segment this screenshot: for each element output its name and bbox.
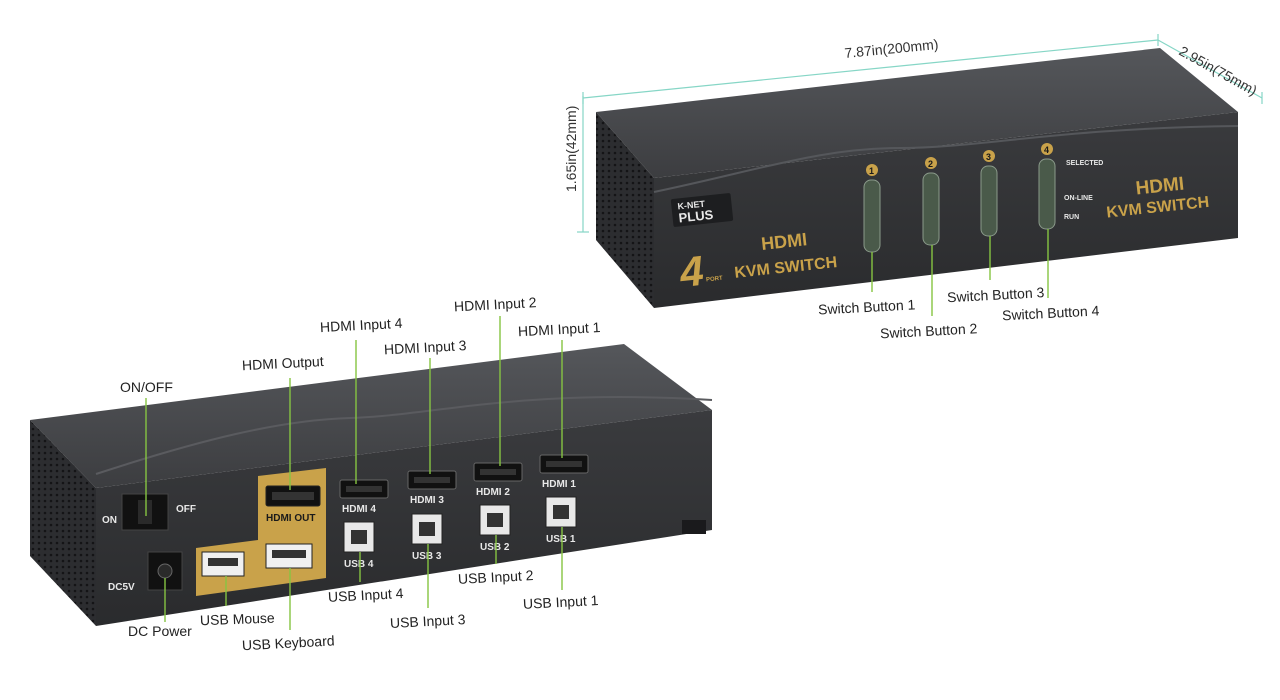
hdmi-port-2-label: HDMI 2 bbox=[476, 487, 510, 498]
usb-port-1-label: USB 1 bbox=[546, 534, 576, 545]
front-unit: K-NET PLUS 4 PORT HDMI KVM SWITCH HDMI K… bbox=[596, 48, 1239, 308]
port-count-number: 4 bbox=[677, 247, 706, 296]
switch-button-4[interactable]: 4 bbox=[1038, 143, 1056, 230]
hdmi-input-1-port[interactable] bbox=[539, 454, 589, 474]
usb-input-2-callout: USB Input 2 bbox=[458, 567, 534, 587]
hdmi-port-1-label: HDMI 1 bbox=[542, 479, 576, 490]
usb-mouse-port[interactable] bbox=[201, 551, 245, 577]
port-word: PORT bbox=[706, 276, 724, 284]
power-on-text: ON bbox=[102, 515, 117, 526]
brand-logo: K-NET PLUS bbox=[670, 193, 734, 227]
usb-keyboard-callout: USB Keyboard bbox=[242, 632, 335, 653]
usb-input-1-port[interactable] bbox=[545, 496, 577, 528]
right-title-hdmi: HDMI bbox=[1135, 174, 1185, 200]
switch-button-3-callout: Switch Button 3 bbox=[947, 284, 1045, 305]
indicator-run-label: RUN bbox=[1064, 214, 1079, 221]
switch-button-1-callout: Switch Button 1 bbox=[818, 296, 916, 317]
power-switch[interactable] bbox=[121, 493, 169, 531]
front-unit-left-end bbox=[596, 112, 654, 308]
switch-button-3-number: 3 bbox=[986, 152, 991, 162]
switch-button-4-number: 4 bbox=[1044, 145, 1049, 155]
usb-input-2-port[interactable] bbox=[479, 504, 511, 536]
usb-port-4-label: USB 4 bbox=[344, 559, 374, 570]
switch-button-4-callout: Switch Button 4 bbox=[1002, 302, 1100, 323]
front-leaders bbox=[871, 229, 1049, 316]
switch-button-2-number: 2 bbox=[928, 159, 933, 169]
hdmi-input-2-port[interactable] bbox=[473, 462, 523, 482]
front-title-hdmi: HDMI bbox=[760, 229, 808, 254]
indicator-selected-label: SELECTED bbox=[1066, 160, 1103, 167]
usb-input-4-port[interactable] bbox=[343, 521, 375, 553]
indicator-online-label: ON-LINE bbox=[1064, 195, 1093, 202]
hdmi-input-1-callout: HDMI Input 1 bbox=[518, 319, 601, 339]
height-dimension: 1.65in(42mm) bbox=[563, 106, 579, 192]
power-off-text: OFF bbox=[176, 504, 196, 515]
usb-keyboard-port[interactable] bbox=[265, 543, 313, 569]
hdmi-output-callout: HDMI Output bbox=[242, 353, 325, 373]
front-unit-face bbox=[654, 112, 1238, 308]
hdmi-input-4-port[interactable] bbox=[339, 479, 389, 499]
switch-button-3[interactable]: 3 bbox=[980, 150, 998, 237]
hdmi-port-4-label: HDMI 4 bbox=[342, 504, 376, 515]
usb-input-4-callout: USB Input 4 bbox=[328, 585, 404, 605]
usb-input-3-port[interactable] bbox=[411, 513, 443, 545]
hdmi-input-3-port[interactable] bbox=[407, 470, 457, 490]
on-off-callout: ON/OFF bbox=[120, 379, 173, 395]
back-unit: ON OFF DC5V HDMI OUT bbox=[30, 344, 713, 626]
hdmi-input-4-callout: HDMI Input 4 bbox=[320, 315, 403, 335]
dc-power-callout: DC Power bbox=[128, 623, 192, 639]
switch-button-2[interactable]: 2 bbox=[922, 157, 940, 246]
svg-text:PLUS: PLUS bbox=[678, 207, 714, 226]
dc-text: DC5V bbox=[108, 582, 135, 593]
switch-button-1-number: 1 bbox=[869, 166, 874, 176]
width-dimension: 7.87in(200mm) bbox=[844, 36, 939, 61]
hdmi-input-3-callout: HDMI Input 3 bbox=[384, 337, 467, 357]
usb-port-3-label: USB 3 bbox=[412, 551, 442, 562]
usb-input-3-callout: USB Input 3 bbox=[390, 611, 466, 631]
hdmi-port-3-label: HDMI 3 bbox=[410, 495, 444, 506]
switch-button-2-callout: Switch Button 2 bbox=[880, 320, 978, 341]
hdmi-out-text: HDMI OUT bbox=[266, 513, 315, 524]
back-leaders bbox=[145, 316, 563, 630]
hdmi-output-port[interactable] bbox=[265, 485, 321, 507]
svg-text:K-NET: K-NET bbox=[677, 199, 706, 212]
usb-input-1-callout: USB Input 1 bbox=[523, 592, 599, 612]
usb-port-2-label: USB 2 bbox=[480, 542, 510, 553]
hdmi-input-2-callout: HDMI Input 2 bbox=[454, 294, 537, 314]
back-unit-left-end bbox=[30, 420, 96, 626]
usb-mouse-callout: USB Mouse bbox=[200, 610, 275, 629]
front-unit-top bbox=[596, 48, 1238, 178]
